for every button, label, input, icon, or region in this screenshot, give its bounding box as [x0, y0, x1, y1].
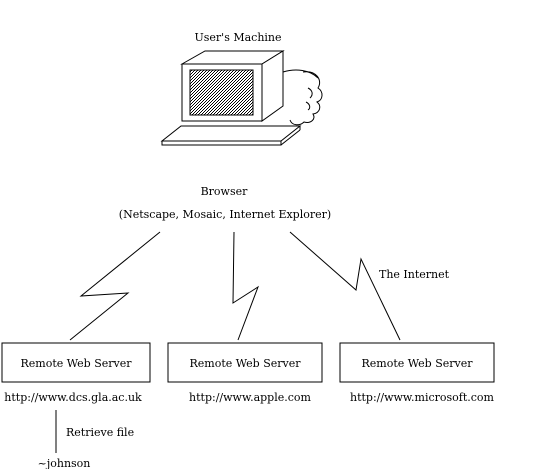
retrieve-path: ~johnson [38, 457, 91, 469]
machine-label: User's Machine [194, 31, 281, 44]
server-box-3 [339, 342, 495, 383]
server-label-2: Remote Web Server [189, 357, 301, 370]
browser-examples: (Netscape, Mosaic, Internet Explorer) [119, 208, 331, 221]
retrieve-label: Retrieve file [66, 426, 134, 439]
server-label-3: Remote Web Server [361, 357, 473, 370]
server-url-1: http://www.dcs.gla.ac.uk [4, 391, 142, 404]
browser-label: Browser [201, 185, 249, 198]
link-to-server-1 [69, 231, 161, 341]
computer-icon [160, 50, 323, 146]
server-url-3: http://www.microsoft.com [350, 391, 495, 404]
server-url-2: http://www.apple.com [189, 391, 311, 404]
server-box-2 [167, 342, 323, 383]
link-to-server-3 [289, 231, 401, 341]
link-to-server-2 [232, 231, 259, 341]
server-box-1 [1, 342, 151, 383]
internet-label: The Internet [379, 268, 450, 281]
server-label-1: Remote Web Server [20, 357, 132, 370]
